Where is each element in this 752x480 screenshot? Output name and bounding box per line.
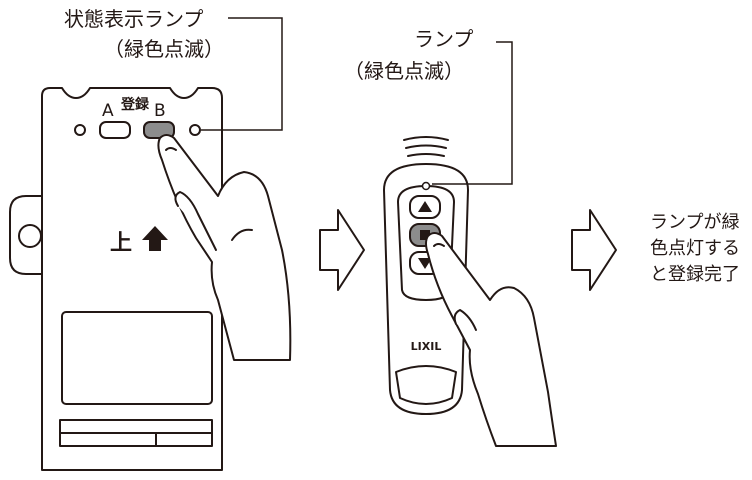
lamp-sublabel: （緑色点滅） — [344, 59, 464, 83]
button-a-label: A — [102, 101, 114, 121]
lamp-label: ランプ — [414, 27, 473, 51]
signal-waves-icon — [403, 136, 449, 157]
brand-logo: LIXIL — [411, 340, 442, 353]
up-arrow-icon — [142, 226, 168, 251]
button-a[interactable] — [99, 121, 131, 139]
status-lamp-label: 状態表示ランプ — [64, 7, 203, 31]
status-lamp-sublabel: （緑色点滅） — [104, 37, 224, 61]
result-line-3: と登録完了 — [650, 264, 740, 285]
remote-bottom-clip — [395, 365, 457, 405]
square-stop-icon — [420, 230, 430, 240]
mounting-hole — [18, 224, 42, 248]
left-indicator-dot — [74, 124, 86, 136]
result-line-1: ランプが緑 — [650, 212, 739, 233]
register-label: 登録 — [120, 96, 150, 113]
receiver-window — [61, 311, 213, 405]
receiver-unit — [9, 87, 223, 471]
remote-lamp — [421, 181, 431, 191]
result-line-2: 色点灯する — [650, 238, 740, 259]
remote-lamp-leader — [432, 41, 513, 185]
status-lamp — [189, 124, 201, 136]
status-lamp-leader — [201, 17, 283, 131]
pointing-hand-icon — [425, 232, 557, 447]
pointing-hand-icon — [157, 134, 292, 361]
triangle-up-icon — [418, 201, 432, 212]
button-b-label: B — [154, 101, 166, 121]
triangle-down-icon — [418, 258, 432, 269]
right-arrow-icon — [571, 209, 617, 291]
up-label: 上 — [110, 231, 132, 256]
receiver-body — [41, 87, 223, 471]
right-arrow-icon — [319, 209, 365, 291]
